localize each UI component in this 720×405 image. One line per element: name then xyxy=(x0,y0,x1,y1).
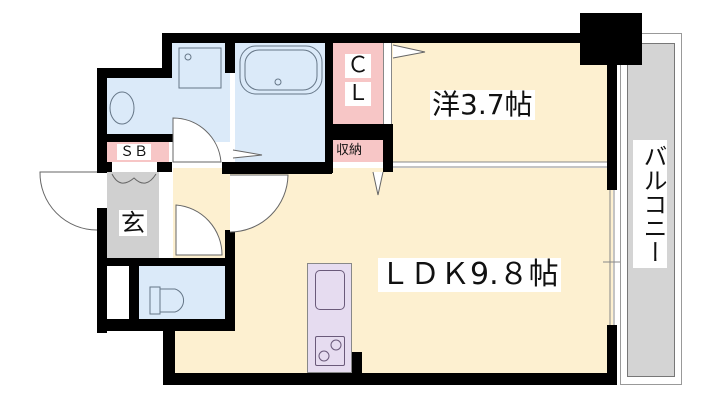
western-room-label: 洋3.7帖 xyxy=(430,88,535,121)
closet-door-strip xyxy=(383,42,392,124)
wall xyxy=(225,230,235,330)
closet-label-c: Ｃ xyxy=(345,53,372,78)
wall xyxy=(97,134,177,142)
wall xyxy=(225,33,235,73)
wall xyxy=(580,13,642,65)
wall xyxy=(163,319,175,385)
wall xyxy=(383,124,393,172)
wall xyxy=(97,208,107,333)
shoe-box-label: ＳＢ xyxy=(117,144,151,160)
wall xyxy=(325,33,333,173)
stove-icon xyxy=(315,336,345,366)
wall xyxy=(162,33,582,43)
toilet-side-storage xyxy=(107,266,129,319)
storage-label: 収納 xyxy=(335,143,364,158)
wall xyxy=(129,266,139,319)
entrance-label: 玄 xyxy=(119,209,147,237)
wall xyxy=(97,68,107,173)
sink-icon xyxy=(315,270,345,310)
washroom-upper xyxy=(172,42,230,82)
wall xyxy=(352,352,362,377)
wall xyxy=(163,373,617,385)
wall xyxy=(97,258,227,266)
toilet-room xyxy=(139,266,225,319)
wall xyxy=(222,162,332,174)
wall xyxy=(162,33,172,78)
wall xyxy=(333,124,393,140)
wall xyxy=(157,162,172,172)
ldk-label: ＬＤＫ9.８帖 xyxy=(378,257,561,292)
wall xyxy=(607,325,617,383)
wall xyxy=(97,162,112,172)
bathroom xyxy=(235,42,325,165)
wall xyxy=(607,60,617,190)
closet-label-l: Ｌ xyxy=(345,81,372,106)
balcony-label: バルコニー xyxy=(633,140,667,268)
wall xyxy=(97,68,172,78)
